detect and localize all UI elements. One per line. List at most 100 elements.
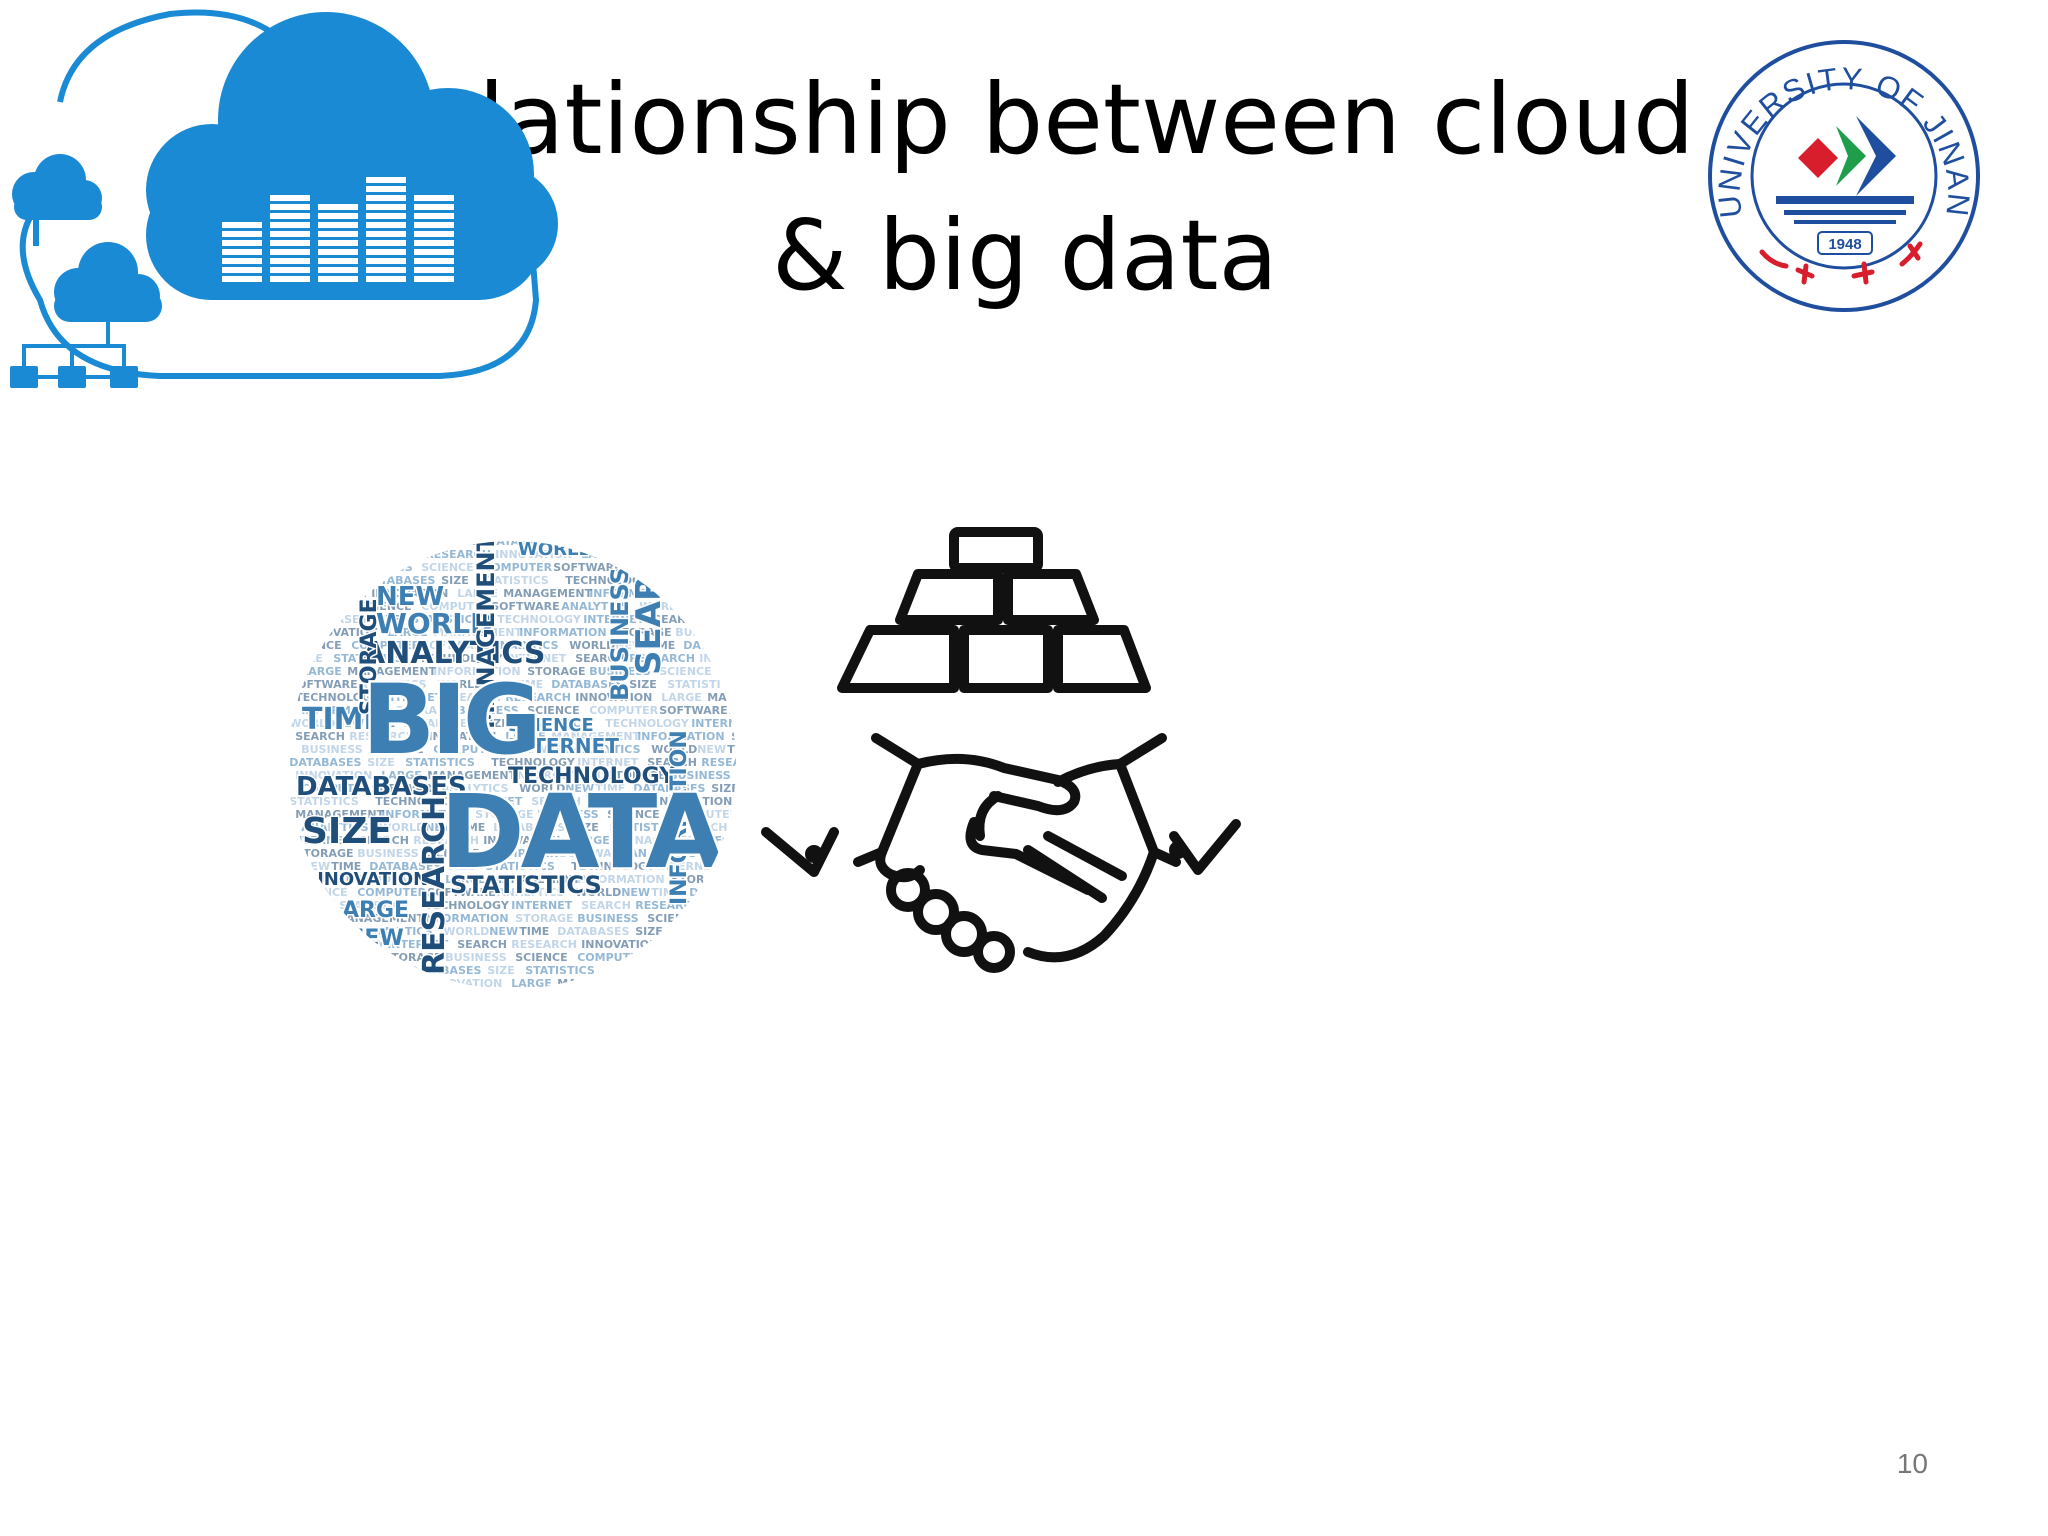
equalizer-bar-segment bbox=[270, 204, 310, 210]
word-cloud-filler-word: ANALYTICS bbox=[623, 561, 690, 574]
word-cloud-filler-word: RESEARCH bbox=[585, 795, 651, 808]
word-cloud-filler-word: LARGE bbox=[511, 977, 552, 990]
word-cloud-filler-word: INNOVATION bbox=[575, 691, 652, 704]
equalizer-bar-segment bbox=[414, 267, 454, 273]
word-cloud-filler-word: COMPUTER bbox=[483, 561, 552, 574]
word-cloud-filler-word: STORAGE bbox=[731, 730, 752, 743]
word-cloud-filler-word: TIME bbox=[715, 600, 745, 613]
word-cloud-filler-word: SIZE bbox=[367, 756, 395, 769]
equalizer-bar-segment bbox=[222, 258, 262, 264]
word-cloud-filler-word: TIME bbox=[645, 639, 675, 652]
word-cloud-filler-word: COMPUTER bbox=[357, 886, 426, 899]
equalizer-bar-segment bbox=[366, 276, 406, 282]
word-cloud-filler-word: STATISTICS bbox=[405, 756, 475, 769]
word-cloud-filler-word: RESEARCH bbox=[629, 652, 695, 665]
word-cloud-filler-word: SCIENCE bbox=[607, 808, 659, 821]
word-cloud-filler-word: DATABASES bbox=[633, 782, 705, 795]
word-cloud-filler-word: ANALYTICS bbox=[729, 704, 752, 717]
word-cloud-filler-word: INTERNET bbox=[387, 938, 449, 951]
word-cloud-word-vertical: INFORMATION bbox=[667, 730, 692, 905]
equalizer-bar-segment bbox=[366, 222, 406, 228]
word-cloud-filler-word: NEW bbox=[295, 574, 324, 587]
word-cloud-filler-word: LARGE bbox=[569, 834, 610, 847]
word-cloud-filler-word: STATISTICS bbox=[525, 964, 595, 977]
word-cloud-filler-word: STORAGE bbox=[607, 769, 665, 782]
word-cloud-filler-word: STATISTICS bbox=[333, 652, 403, 665]
word-cloud-filler-word: COMPUTER bbox=[709, 912, 752, 925]
word-cloud-filler-word: INNOVATION bbox=[425, 977, 502, 990]
word-cloud-filler-word: STATISTICS bbox=[603, 535, 673, 548]
word-cloud-filler-word: INTERNET bbox=[505, 652, 567, 665]
word-cloud-filler-word: SIZE bbox=[571, 821, 599, 834]
equalizer-bar-segment bbox=[414, 276, 454, 282]
word-cloud-filler-word: MANAGEMENT bbox=[347, 665, 436, 678]
equalizer-bar-segment bbox=[222, 231, 262, 237]
word-cloud-filler-word: DATABASES bbox=[493, 821, 565, 834]
word-cloud-filler-word: NEW bbox=[425, 821, 454, 834]
word-cloud-filler-word: SEARCH bbox=[359, 834, 409, 847]
word-cloud-filler-word: STATISTICS bbox=[479, 574, 549, 587]
word-cloud-filler-word: TIME bbox=[365, 717, 395, 730]
word-cloud-filler-word: SOFTWARE bbox=[739, 808, 752, 821]
word-cloud-filler-word: SCIENCE bbox=[371, 743, 423, 756]
word-cloud-filler-word: INFORMATION bbox=[713, 548, 752, 561]
word-cloud-filler-word: RESEARCH bbox=[349, 730, 415, 743]
word-cloud-filler-word: INTERNET bbox=[289, 834, 351, 847]
word-cloud-filler-word: BUSINESS bbox=[445, 951, 506, 964]
word-cloud-filler-word: SIZE bbox=[301, 899, 329, 912]
word-cloud-filler-word: LARGE bbox=[457, 587, 498, 600]
word-cloud-filler-word: RESEARCH bbox=[413, 834, 479, 847]
word-cloud-filler-word: TECHNOLOGY bbox=[565, 574, 650, 587]
slide-title: Relationship between cloud & big data bbox=[330, 52, 1720, 324]
equalizer-bar-segment bbox=[366, 213, 406, 219]
word-cloud-filler-word: ANALYTICS bbox=[295, 535, 362, 548]
word-cloud-filler-word: TECHNOLOGY bbox=[419, 652, 504, 665]
word-cloud-filler-word: INFORMATION bbox=[301, 704, 388, 717]
equalizer-bar-segment bbox=[414, 240, 454, 246]
equalizer-bar-segment bbox=[366, 195, 406, 201]
word-cloud-filler-word: INNOVATION bbox=[359, 873, 436, 886]
word-cloud-filler-word: DATABASES bbox=[683, 639, 752, 652]
equalizer-bar-segment bbox=[270, 222, 310, 228]
word-cloud-filler-word: INNOVATION bbox=[495, 548, 572, 561]
word-cloud-filler-word: SCIENCE bbox=[359, 600, 411, 613]
word-cloud-filler-word: RESEARCH bbox=[505, 691, 571, 704]
word-cloud-filler-word: COMPUTER bbox=[721, 665, 752, 678]
word-cloud-filler-word: LARGE bbox=[505, 730, 546, 743]
word-cloud-filler-word: ANALYTICS bbox=[561, 600, 628, 613]
word-cloud-filler-word: NEW bbox=[697, 743, 726, 756]
word-cloud-filler-word: SCIENCE bbox=[515, 951, 567, 964]
word-cloud-filler-word: INFORMATION bbox=[577, 873, 664, 886]
word-cloud-filler-word: STORAGE bbox=[475, 808, 533, 821]
equalizer-bar-segment bbox=[414, 204, 454, 210]
equalizer-bar-segment bbox=[222, 222, 262, 228]
word-cloud-filler-word: INNOVATION bbox=[699, 652, 752, 665]
word-cloud-filler-word: STORAGE bbox=[527, 665, 585, 678]
university-logo-icon: UNIVERSITY OF JINAN 1948 bbox=[1708, 40, 1980, 312]
word-cloud-filler-word: MANAGEMENT bbox=[335, 912, 424, 925]
word-cloud-filler-word: LARGE bbox=[661, 691, 702, 704]
equalizer-bar-segment bbox=[366, 258, 406, 264]
equalizer-bar-segment bbox=[366, 231, 406, 237]
word-cloud-filler-word: SCIENCE bbox=[659, 665, 711, 678]
word-cloud-filler-word: WORLD bbox=[295, 964, 341, 977]
equalizer-bar-segment bbox=[414, 231, 454, 237]
word-cloud-filler-word: SCIENCE bbox=[421, 561, 473, 574]
word-cloud-filler-word: SOFTWARE bbox=[559, 847, 627, 860]
equalizer-bar-segment bbox=[318, 213, 358, 219]
equalizer-bar-segment bbox=[414, 249, 454, 255]
word-cloud-filler-word: SOFTWARE bbox=[295, 925, 363, 938]
word-cloud-filler-word: ANALYTICS bbox=[717, 951, 752, 964]
word-cloud-filler-word: INFORMATION bbox=[643, 977, 730, 990]
word-cloud-word-vertical: BUSINESS bbox=[606, 567, 634, 701]
word-cloud-filler-word: DATABASES bbox=[403, 717, 475, 730]
word-cloud-filler-word: SCIENCE bbox=[739, 769, 752, 782]
word-cloud-filler-word: SOFTWARE bbox=[659, 704, 727, 717]
word-cloud-filler-word: COMPUTER bbox=[669, 808, 738, 821]
word-cloud-filler-word: INTERNET bbox=[657, 860, 719, 873]
word-cloud-filler-word: BUSINESS bbox=[357, 847, 418, 860]
word-cloud-filler-word: SEARCH bbox=[295, 730, 345, 743]
word-cloud-filler-word: TECHNOLOGY bbox=[611, 964, 696, 977]
word-cloud-filler-word: DATABASES bbox=[551, 678, 623, 691]
